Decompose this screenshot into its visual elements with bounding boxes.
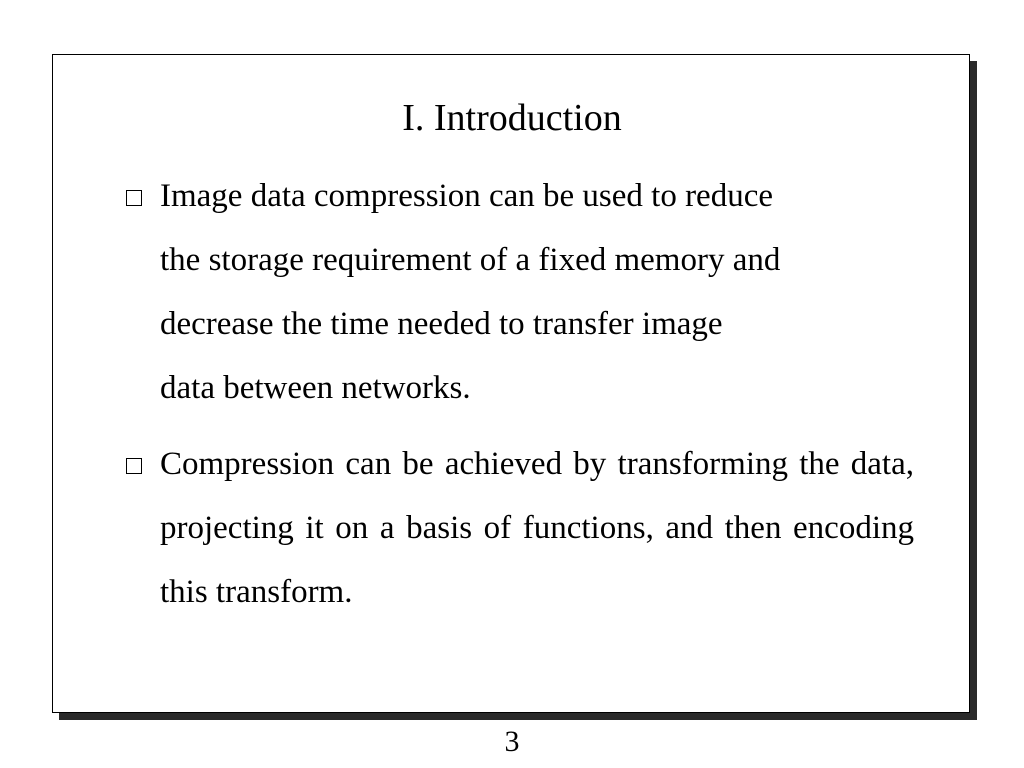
slide-frame: [52, 54, 970, 713]
bullet-line: Image data compression can be used to re…: [160, 178, 773, 214]
bullet-line: decrease the time needed to transfer ima…: [160, 306, 723, 342]
bullet-line: data between networks.: [160, 370, 471, 406]
page-number: 3: [504, 725, 520, 758]
bullet-line: the storage requirement of a fixed memor…: [160, 242, 781, 278]
bullet-item: Image data compression can be used to re…: [124, 164, 914, 420]
square-bullet-icon: [126, 458, 142, 474]
square-bullet-icon: [126, 190, 142, 206]
bullet-list: Image data compression can be used to re…: [124, 164, 914, 636]
bullet-item: Compression can be achieved by transform…: [124, 432, 914, 624]
slide-title: I. Introduction: [402, 97, 622, 139]
bullet-text: Compression can be achieved by transform…: [160, 446, 914, 610]
